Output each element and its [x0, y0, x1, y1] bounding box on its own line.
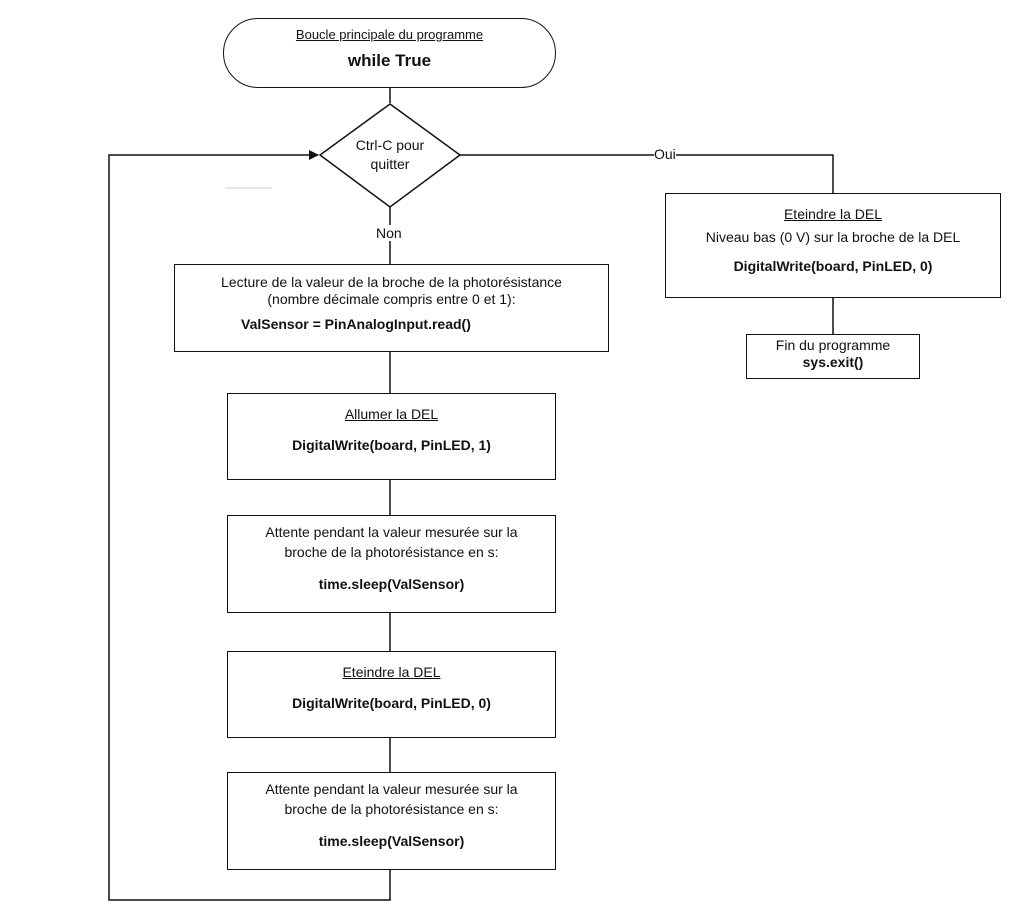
- wait-box-1: Attente pendant la valeur mesurée sur la…: [227, 515, 556, 613]
- wait2-code: time.sleep(ValSensor): [318, 833, 465, 849]
- read-sensor-box: Lecture de la valeur de la broche de la …: [174, 264, 609, 352]
- start-title: Boucle principale du programme: [295, 27, 484, 42]
- led-on-code: DigitalWrite(board, PinLED, 1): [292, 437, 491, 453]
- wait2-line1: Attente pendant la valeur mesurée sur la: [265, 781, 518, 797]
- wait1-code: time.sleep(ValSensor): [318, 576, 465, 592]
- start-terminal: Boucle principale du programme while Tru…: [223, 18, 556, 88]
- led-off-title: Eteindre la DEL: [342, 664, 441, 680]
- edge-loop-back: [108, 150, 391, 901]
- wait1-line2: broche de la photorésistance en s:: [284, 544, 499, 560]
- led-off-code: DigitalWrite(board, PinLED, 0): [292, 695, 491, 711]
- decision-line1: Ctrl-C pour: [355, 137, 425, 153]
- wait2-line2: broche de la photorésistance en s:: [284, 801, 499, 817]
- wait1-line1: Attente pendant la valeur mesurée sur la: [265, 524, 518, 540]
- exit-led-off-title: Eteindre la DEL: [783, 206, 883, 222]
- decision-diamond: [318, 103, 462, 208]
- end-line1: Fin du programme: [775, 337, 891, 353]
- decision-line2: quitter: [370, 156, 410, 172]
- read-code: ValSensor = PinAnalogInput.read(): [241, 316, 471, 332]
- led-off-box: Eteindre la DEL DigitalWrite(board, PinL…: [227, 651, 556, 738]
- exit-led-off-line1: Niveau bas (0 V) sur la broche de la DEL: [705, 229, 961, 245]
- edge-decision-exit: [460, 154, 834, 193]
- read-line1: Lecture de la valeur de la broche de la …: [221, 274, 562, 290]
- wait-box-2: Attente pendant la valeur mesurée sur la…: [227, 772, 556, 870]
- exit-led-off-box: Eteindre la DEL Niveau bas (0 V) sur la …: [665, 193, 1001, 298]
- led-on-box: Allumer la DEL DigitalWrite(board, PinLE…: [227, 393, 556, 480]
- led-on-title: Allumer la DEL: [344, 406, 439, 422]
- exit-led-off-code: DigitalWrite(board, PinLED, 0): [733, 258, 933, 274]
- decision-label: Ctrl-C pour quitter: [330, 136, 450, 174]
- no-label: Non: [376, 225, 402, 241]
- end-box: Fin du programme sys.exit(): [746, 334, 920, 379]
- yes-label: Oui: [654, 146, 676, 162]
- start-code: while True: [347, 51, 432, 70]
- read-line2: (nombre décimale compris entre 0 et 1):: [267, 291, 516, 307]
- end-code: sys.exit(): [802, 354, 864, 370]
